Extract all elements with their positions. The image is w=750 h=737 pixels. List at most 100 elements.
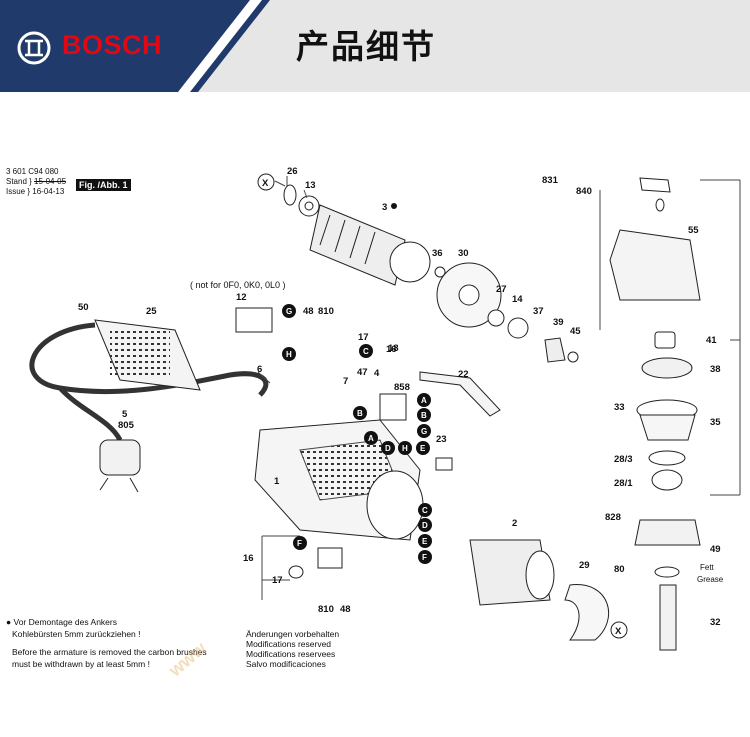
- svg-text:D: D: [422, 521, 428, 530]
- mod-en: Modifications reserved: [246, 639, 332, 649]
- x-marker-top: X: [257, 173, 275, 191]
- warning-note: ● Vor Demontage des Ankers Kohlebürsten …: [6, 616, 207, 670]
- part-840: 840: [576, 186, 592, 197]
- part-12: 12: [236, 292, 247, 303]
- part-23: 23: [436, 434, 447, 445]
- svg-text:C: C: [422, 506, 428, 515]
- gear-head: [609, 177, 701, 301]
- part-38: 38: [710, 364, 721, 375]
- connector-letters: G H C B A D H E A B G C D E F F: [282, 304, 432, 564]
- part-28-1: 28/1: [614, 478, 633, 489]
- part-33: 33: [614, 402, 625, 413]
- part-18-label: 18: [388, 343, 399, 354]
- svg-text:X: X: [262, 178, 269, 189]
- plug-icon: [99, 439, 141, 493]
- part-16-b: 16: [243, 553, 254, 564]
- mod-de: Änderungen vorbehalten: [246, 629, 340, 639]
- part-35: 35: [710, 417, 721, 428]
- part-4: 4: [374, 368, 380, 379]
- svg-text:C: C: [363, 347, 369, 356]
- svg-text:D: D: [385, 444, 391, 453]
- part-5: 5: [122, 409, 128, 420]
- warning-en-line-1: Before the armature is removed the carbo…: [12, 647, 207, 657]
- grease-label-de: Fett: [700, 563, 715, 572]
- svg-text:B: B: [421, 411, 427, 420]
- brand-name: BOSCH: [62, 30, 163, 60]
- page-title: 产品细节: [296, 27, 436, 66]
- part-49: 49: [710, 544, 721, 555]
- part-16: 16: [386, 344, 397, 355]
- part-810-b: 810: [318, 604, 334, 615]
- svg-text:A: A: [421, 396, 427, 405]
- part-831: 831: [542, 175, 559, 186]
- part-50: 50: [78, 302, 89, 313]
- part-41: 41: [706, 335, 717, 346]
- part-37: 37: [533, 306, 544, 317]
- stator: [469, 539, 555, 606]
- part-47: 47: [357, 367, 368, 378]
- svg-text:H: H: [402, 444, 408, 453]
- brand-band: [0, 0, 270, 92]
- part-27: 27: [496, 284, 507, 295]
- svg-text:F: F: [297, 539, 302, 548]
- bosch-logo-icon: [17, 31, 51, 65]
- issue-label: Issue: [6, 187, 26, 196]
- header-bar: BOSCH 产品细节: [0, 0, 750, 92]
- part-28-3: 28/3: [614, 454, 633, 465]
- document-number: 3 601 C94 080: [6, 167, 59, 176]
- part-6: 6: [257, 364, 262, 375]
- part-17-b: 17: [272, 575, 283, 586]
- part-39: 39: [553, 317, 564, 328]
- mod-fr: Modifications reservees: [246, 649, 336, 659]
- part-828: 828: [605, 512, 621, 523]
- modifications-note: Änderungen vorbehalten Modifications res…: [246, 629, 339, 669]
- part-1: 1: [274, 476, 280, 487]
- part-2: 2: [512, 518, 517, 529]
- part-805: 805: [118, 420, 135, 431]
- svg-text:X: X: [615, 626, 622, 637]
- part-48: 48: [303, 306, 314, 317]
- figure-label: Fig. /Abb. 1: [76, 179, 131, 191]
- part-25: 25: [146, 306, 157, 317]
- part-29: 29: [579, 560, 590, 571]
- part-30: 30: [458, 248, 469, 259]
- part-45: 45: [570, 326, 581, 337]
- cable-sleeve: [94, 319, 201, 391]
- part-22: 22: [458, 369, 469, 380]
- document-meta: 3 601 C94 080 Stand } 15-04-05 Issue } 1…: [6, 167, 67, 196]
- part-858: 858: [394, 382, 410, 393]
- guard: [564, 584, 610, 641]
- part-80: 80: [614, 564, 625, 575]
- part-26: 26: [287, 166, 298, 177]
- svg-text:B: B: [357, 409, 363, 418]
- warning-en-line-2: must be withdrawn by at least 5mm !: [12, 659, 150, 669]
- power-cable: [29, 322, 269, 397]
- part-3: 3: [382, 202, 387, 213]
- not-for-note: ( not for 0F0, 0K0, 0L0 ): [190, 280, 286, 290]
- part-7: 7: [343, 376, 348, 387]
- warning-de-line-1: ● Vor Demontage des Ankers: [6, 617, 117, 627]
- armature: [309, 204, 431, 286]
- mod-es: Salvo modificaciones: [246, 659, 326, 669]
- part-32: 32: [710, 617, 721, 628]
- warning-de-line-2: Kohlebürsten 5mm zurückziehen !: [12, 629, 141, 639]
- part-810: 810: [318, 306, 334, 317]
- svg-text:E: E: [422, 537, 428, 546]
- svg-text:G: G: [286, 307, 292, 316]
- part-48-b: 48: [340, 604, 351, 615]
- svg-text:H: H: [286, 350, 292, 359]
- x-marker-bottom: X: [610, 621, 628, 639]
- svg-text:A: A: [368, 434, 374, 443]
- part-17: 17: [358, 332, 369, 343]
- svg-text:E: E: [420, 444, 426, 453]
- part-55: 55: [688, 225, 699, 236]
- svg-text:F: F: [422, 553, 427, 562]
- part-13: 13: [305, 180, 316, 191]
- part-36: 36: [432, 248, 443, 259]
- date-old: 15-04-05: [34, 177, 67, 186]
- stand-label: Stand: [6, 177, 27, 186]
- part-14: 14: [512, 294, 523, 305]
- date-new: 16-04-13: [32, 187, 65, 196]
- motor-housing: [254, 419, 424, 541]
